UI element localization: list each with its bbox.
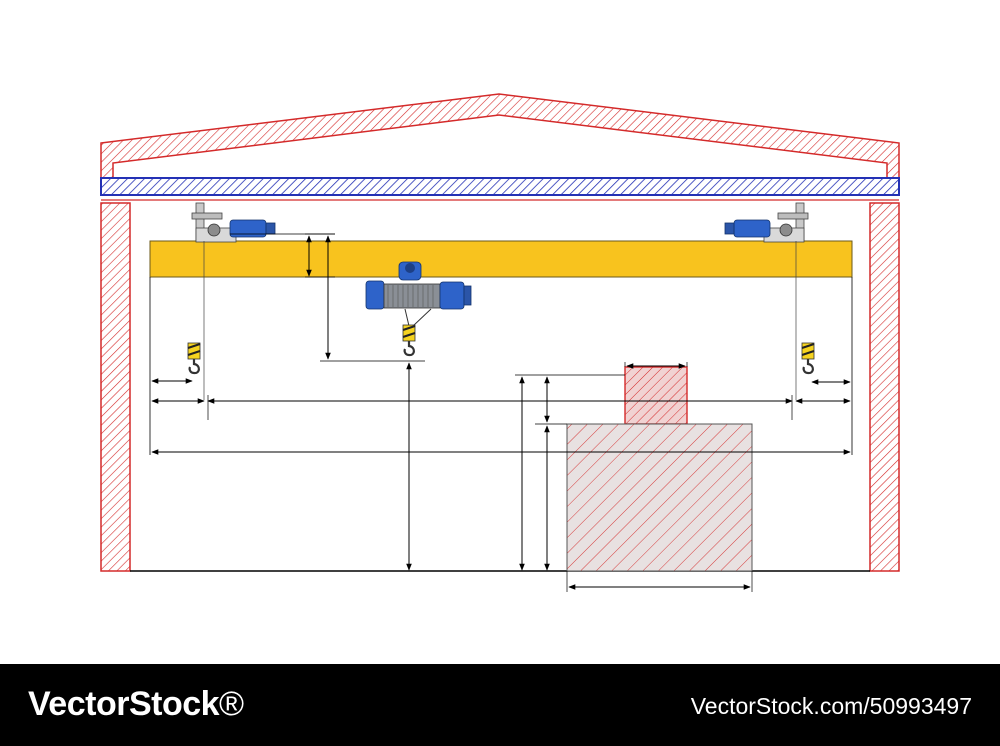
motor-end-cap bbox=[724, 222, 735, 235]
diagram-canvas bbox=[100, 93, 900, 592]
hoist-motor bbox=[439, 281, 465, 310]
end-truck-motor-icon bbox=[733, 219, 771, 238]
image-reference: VectorStock.com/50993497 bbox=[690, 693, 972, 719]
end-truck-wheel bbox=[779, 223, 793, 237]
hook-stripe bbox=[187, 350, 201, 356]
left-end-truck bbox=[191, 202, 276, 400]
hook-curve bbox=[802, 359, 814, 375]
roof-hatched-section bbox=[100, 93, 900, 179]
vectorstock-logo: VectorStock® bbox=[28, 685, 244, 724]
motor-end-cap bbox=[265, 222, 276, 235]
end-truck-plate bbox=[777, 212, 809, 220]
hook-stripe bbox=[801, 343, 815, 349]
hoist-motor-cap bbox=[463, 285, 472, 306]
left-wall bbox=[100, 202, 131, 572]
roof-beam bbox=[100, 177, 900, 196]
main-hook-icon bbox=[402, 324, 416, 357]
right-approach-hook-icon bbox=[801, 342, 815, 375]
footer-bar: VectorStock® VectorStock.com/50993497 bbox=[0, 664, 1000, 746]
brand-registered-mark: ® bbox=[219, 685, 244, 723]
crane-girder bbox=[149, 240, 853, 278]
hoist-drum bbox=[383, 283, 441, 309]
left-approach-hook-icon bbox=[187, 342, 201, 375]
end-truck-motor-icon bbox=[229, 219, 267, 238]
end-truck-wheel bbox=[207, 223, 221, 237]
hook-curve bbox=[188, 359, 200, 375]
hook-stripe bbox=[402, 332, 416, 338]
crane-diagram bbox=[100, 93, 900, 592]
large-load-block bbox=[566, 423, 753, 572]
right-end-truck bbox=[724, 202, 809, 400]
hoist-rope bbox=[412, 308, 432, 327]
hook-stripe bbox=[801, 350, 815, 356]
hoist-rope bbox=[404, 308, 410, 327]
hook-curve bbox=[403, 341, 415, 357]
brand-name: VectorStock bbox=[28, 685, 220, 723]
hoist-hanger-wheel bbox=[405, 263, 415, 273]
right-wall bbox=[869, 202, 900, 572]
end-truck-plate bbox=[191, 212, 223, 220]
small-load-block bbox=[624, 366, 688, 425]
hook-stripe bbox=[402, 325, 416, 331]
hook-stripe bbox=[187, 343, 201, 349]
hoist-gearbox bbox=[365, 280, 385, 310]
hoist-trolley-icon bbox=[365, 261, 472, 327]
